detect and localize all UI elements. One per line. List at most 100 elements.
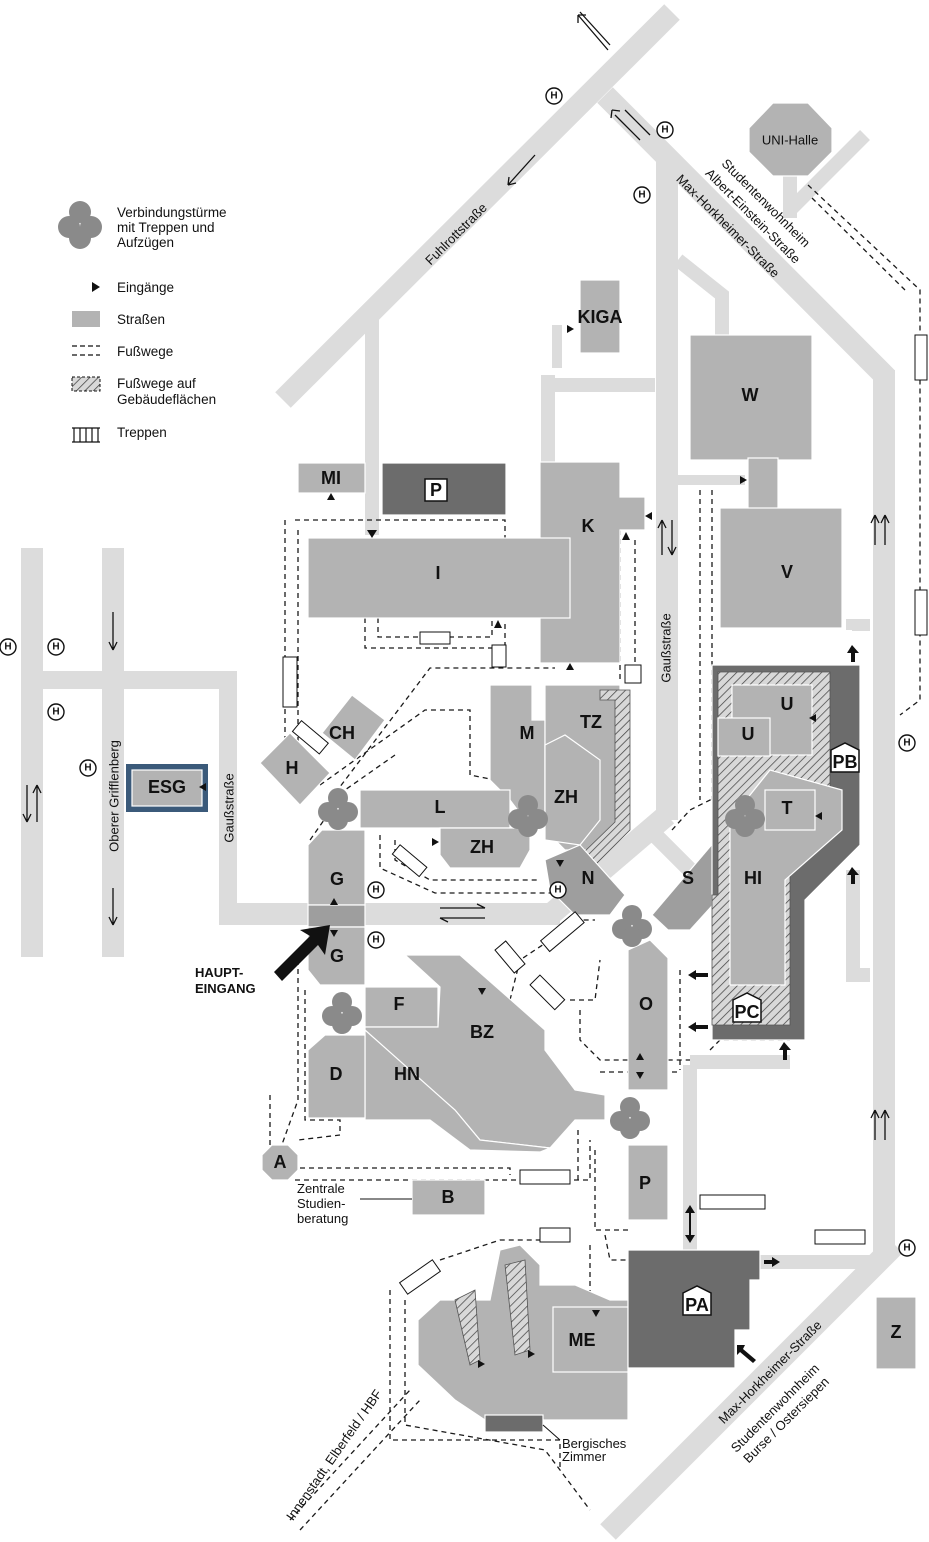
arrow-icon — [667, 520, 677, 556]
building-i-label: I — [435, 563, 440, 583]
bus-stop-icon[interactable]: H — [656, 121, 674, 139]
footpath — [594, 1150, 630, 1231]
stairs-icon — [491, 644, 507, 668]
arrow-icon — [439, 917, 485, 923]
stairs-icon — [624, 664, 642, 684]
bus-stop-icon[interactable]: H — [47, 703, 65, 721]
building-v-label: V — [781, 562, 793, 582]
arrow-icon — [880, 514, 890, 545]
legend-towers-line3: Aufzügen — [117, 235, 174, 250]
bus-stop-icon[interactable]: H — [0, 638, 17, 656]
building-z-label: Z — [891, 1322, 902, 1342]
bergisches-leader-line — [542, 1424, 561, 1441]
building-i[interactable] — [307, 537, 571, 619]
building-p-label: P — [639, 1173, 651, 1193]
building-f[interactable] — [364, 986, 439, 1028]
entrance-icon — [636, 1072, 644, 1079]
stairs-icon — [914, 589, 928, 636]
building-u-lower[interactable] — [717, 717, 771, 757]
svg-text:H: H — [550, 91, 557, 102]
stairs-icon — [494, 940, 526, 974]
building-zh-upper[interactable] — [544, 734, 601, 846]
building-parking-label: P — [430, 480, 442, 500]
svg-text:H: H — [903, 738, 910, 749]
building-n-label: N — [582, 868, 595, 888]
towers — [318, 788, 765, 1139]
stairs-icon — [539, 1227, 571, 1243]
bus-stop-icon[interactable]: H — [549, 881, 567, 899]
building-o[interactable] — [627, 939, 669, 1091]
bergisches-label-line1: Bergisches — [562, 1436, 627, 1451]
bus-stop-icon[interactable]: H — [47, 638, 65, 656]
building-me[interactable] — [552, 1306, 629, 1373]
footpath — [379, 835, 550, 894]
stairs-icon — [419, 631, 451, 645]
building-ch[interactable] — [321, 694, 386, 761]
building-uni-halle-label: UNI-Halle — [762, 133, 818, 148]
bus-stop-icon[interactable]: H — [79, 759, 97, 777]
legend-towers-line2: mit Treppen und — [117, 220, 215, 235]
arrow-icon — [22, 785, 32, 823]
bus-stop-icon[interactable]: H — [898, 1239, 916, 1257]
svg-text:H: H — [372, 885, 379, 896]
legend: Verbindungstürme mit Treppen und Aufzüge… — [58, 201, 227, 443]
building-mi[interactable] — [297, 462, 366, 494]
legend-streets: Straßen — [117, 312, 165, 327]
stairs-icon — [699, 1194, 766, 1210]
building-p[interactable] — [627, 1144, 669, 1221]
building-g-lower-label: G — [330, 946, 344, 966]
arrow-icon — [624, 109, 651, 136]
building-t[interactable] — [764, 789, 816, 831]
bus-stop-icon[interactable]: H — [367, 881, 385, 899]
building-z[interactable] — [875, 1296, 917, 1370]
building-h[interactable] — [259, 732, 331, 806]
footpath — [509, 919, 595, 1001]
legend-tower-icon — [58, 201, 102, 249]
street-label-gauss-center: Gaußstraße — [659, 613, 674, 682]
road-pb-side — [846, 619, 870, 631]
building-bergisches-zimmer[interactable] — [484, 1414, 544, 1433]
stairs-icon — [398, 1259, 442, 1295]
building-hn[interactable] — [364, 1028, 551, 1153]
arrow-icon — [577, 14, 609, 51]
entrance-icon — [592, 1310, 600, 1317]
bus-stop-icon[interactable]: H — [367, 931, 385, 949]
footpath — [329, 667, 555, 801]
building-kiga[interactable] — [579, 279, 621, 354]
footpath — [300, 1167, 511, 1175]
legend-entrances: Eingänge — [117, 280, 174, 295]
entrance-icon — [478, 988, 486, 995]
arrow-icon — [108, 888, 118, 926]
footpath — [671, 799, 735, 831]
bus-stop-icon[interactable]: H — [898, 734, 916, 752]
building-hn-label: HN — [394, 1064, 420, 1084]
bus-stops: H H H H H H H H H H H H — [0, 87, 916, 1257]
arrow-icon — [870, 514, 880, 545]
building-b[interactable] — [411, 1179, 486, 1216]
building-d[interactable] — [307, 1034, 366, 1119]
bus-stop-icon[interactable]: H — [545, 87, 563, 105]
legend-footpaths: Fußwege — [117, 344, 173, 359]
footpath — [309, 754, 396, 841]
entrance-icon — [199, 783, 206, 791]
building-b-label: B — [442, 1187, 455, 1207]
building-l[interactable] — [359, 789, 511, 829]
svg-text:H: H — [372, 935, 379, 946]
building-g-upper[interactable] — [307, 829, 366, 906]
arrow-icon — [108, 612, 118, 651]
svg-text:H: H — [661, 125, 668, 136]
footpath — [709, 1039, 790, 1051]
building-w[interactable] — [689, 334, 813, 461]
bus-stop-icon[interactable]: H — [633, 186, 651, 204]
bold-arrows — [685, 645, 859, 1363]
building-v[interactable] — [719, 507, 843, 629]
building-a[interactable] — [261, 1144, 299, 1181]
buildings: UNI-Halle KIGA W V K MI P I CH H ES — [126, 102, 917, 1433]
svg-text:H: H — [903, 1243, 910, 1254]
entrance-icon — [367, 530, 377, 538]
svg-text:H: H — [638, 190, 645, 201]
arrow-icon — [657, 519, 667, 555]
arrow-icon — [32, 784, 42, 822]
building-esg[interactable] — [131, 769, 203, 807]
building-uni-halle[interactable] — [748, 102, 833, 177]
